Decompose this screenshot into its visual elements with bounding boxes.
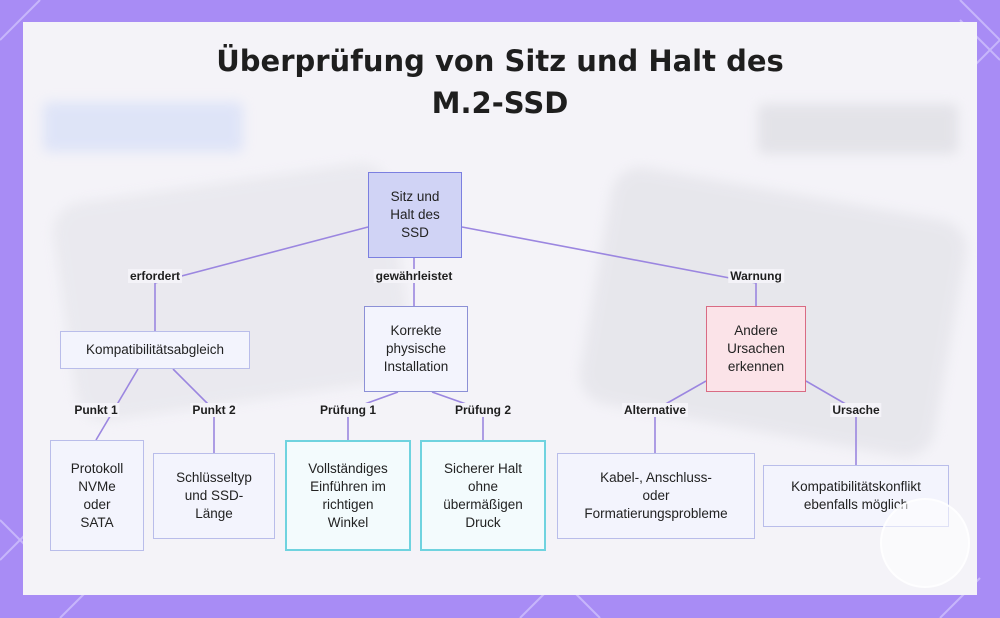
watermark-badge-icon: [880, 498, 970, 588]
node-korrekte-installation: Korrekte physische Installation: [364, 306, 468, 392]
node-protokoll: Protokoll NVMe oder SATA: [50, 440, 144, 551]
edge-label-pruefung1: Prüfung 1: [318, 403, 378, 417]
node-andere-ursachen: Andere Ursachen erkennen: [706, 306, 806, 392]
node-root: Sitz und Halt des SSD: [368, 172, 462, 258]
node-vollstaendiges-einfuehren: Vollständiges Einführen im richtigen Win…: [285, 440, 411, 551]
edge-label-pruefung2: Prüfung 2: [453, 403, 513, 417]
node-sicherer-halt: Sicherer Halt ohne übermäßigen Druck: [420, 440, 546, 551]
edge-label-punkt1: Punkt 1: [72, 403, 120, 417]
edge-label-erfordert: erfordert: [127, 269, 183, 283]
node-kabel-probleme: Kabel-, Anschluss- oder Formatierungspro…: [557, 453, 755, 539]
edge-root-andere: [461, 226, 757, 306]
page-title: Überprüfung von Sitz und Halt des M.2-SS…: [0, 40, 1000, 124]
title-line-2: M.2-SSD: [431, 86, 569, 120]
edge-andere-kabel: [654, 380, 707, 453]
edge-root-kompat: [154, 226, 369, 331]
node-schluesseltyp: Schlüsseltyp und SSD- Länge: [153, 453, 275, 539]
background-image-blur: [43, 102, 243, 152]
edge-label-alternative: Alternative: [621, 403, 689, 417]
edge-label-punkt2: Punkt 2: [190, 403, 238, 417]
edge-label-warnung: Warnung: [728, 269, 784, 283]
title-line-1: Überprüfung von Sitz und Halt des: [216, 44, 784, 78]
edge-label-ursache: Ursache: [830, 403, 882, 417]
edge-andere-konflikt: [805, 380, 857, 465]
node-kompatibilitaet: Kompatibilitätsabgleich: [60, 331, 250, 369]
background-image-blur: [758, 104, 958, 154]
edge-label-gewaehrleistet: gewährleistet: [373, 269, 455, 283]
